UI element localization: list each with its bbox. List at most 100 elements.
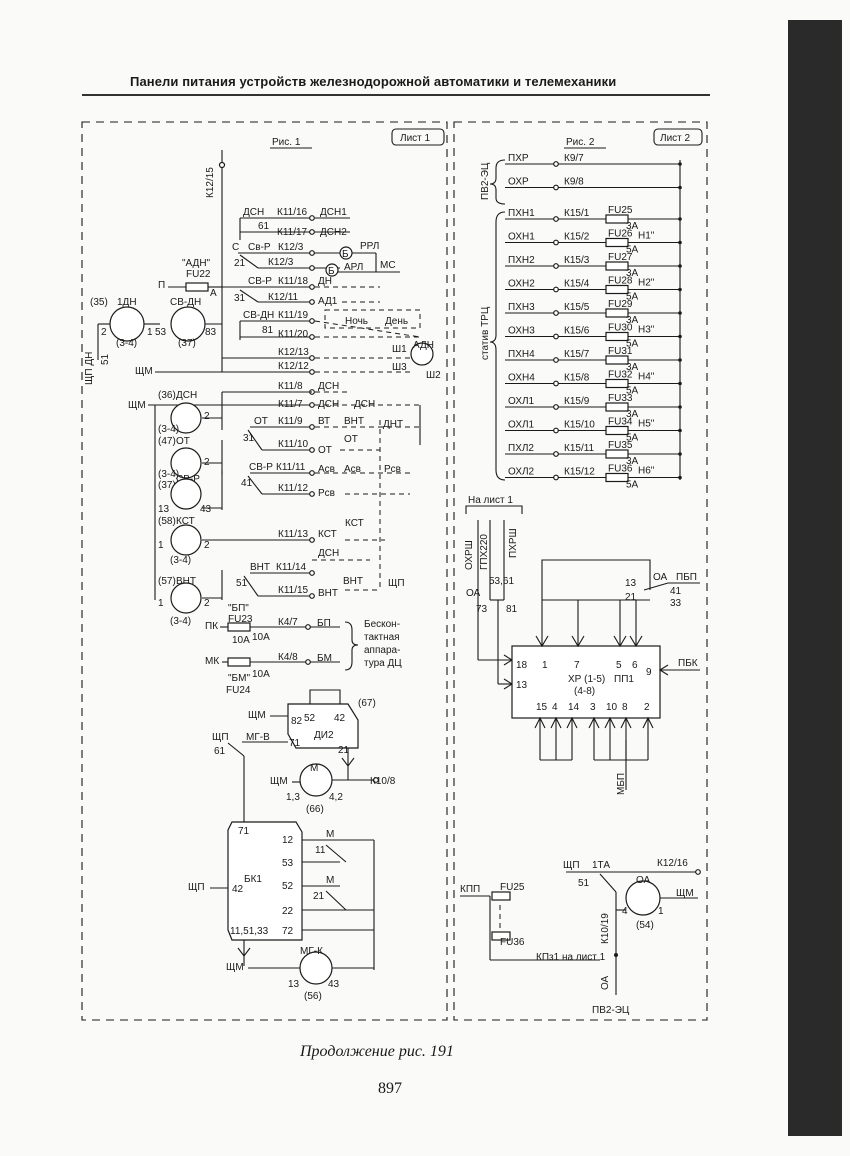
pin-21b-label: 21 (625, 592, 637, 603)
fuse-fu22 (185, 282, 209, 292)
bm-label: БМ (317, 653, 332, 664)
row-amp: 5А (626, 339, 639, 350)
adn-label: АДН (413, 340, 434, 351)
xr-pin-1: 1 (542, 660, 548, 671)
row-name: ОХЛ1 (508, 420, 535, 431)
mgk-13-label: 13 (288, 979, 300, 990)
pin-43-label: 43 (200, 504, 212, 515)
rsv2-label: Рсв (318, 488, 335, 499)
row-h: Н6" (638, 466, 655, 477)
adn-quote-label: "АДН" (182, 258, 211, 269)
b2-label: Б (328, 266, 335, 277)
k11-13-label: К11/13 (278, 529, 309, 540)
fuse (605, 284, 629, 295)
bm-quote-label: "БМ" (228, 673, 250, 684)
relay-dsn-coil (170, 402, 202, 434)
terminal (553, 310, 559, 316)
kst-pos-label: (58) (158, 516, 176, 527)
row-fu: FU29 (608, 299, 633, 310)
terminal (553, 263, 559, 269)
adn-relay-icon (410, 342, 434, 366)
ohrsh-label: ОХРШ (464, 540, 475, 570)
mgk-shm-label: ЩМ (226, 962, 244, 973)
shp-b-label: ЩП (563, 860, 580, 871)
shm2-label: ЩМ (128, 400, 146, 411)
fu24-label: FU24 (226, 685, 251, 696)
sh1-label: Ш1 (392, 344, 407, 355)
xr-bottom-pin: 8 (622, 702, 628, 713)
sv-r2-label: СВ-Р (248, 276, 272, 287)
dsn1-label: ДСН1 (320, 207, 347, 218)
bk1-m-label: М (326, 829, 334, 840)
pin-81-label: 81 (262, 325, 274, 336)
apparatus-line4: тура ДЦ (364, 658, 402, 669)
k11-18-label: К11/18 (278, 276, 309, 287)
bk1-12-label: 12 (282, 835, 294, 846)
bk1-shp-label: ЩП (188, 882, 205, 893)
fuse (605, 261, 629, 271)
pk-label: ПК (205, 621, 218, 632)
pin-2b-label: 2 (204, 411, 210, 422)
page-edge-shadow (788, 20, 842, 1136)
xr-pin-18: 18 (516, 660, 528, 671)
row-fu: FU25 (608, 205, 633, 216)
relay-ot-coil (170, 447, 202, 479)
k10-19-label: К10/19 (600, 913, 611, 944)
xr-pin-6: 6 (632, 660, 638, 671)
row-amp: 3А (626, 221, 639, 232)
pin-2-label: 2 (101, 327, 107, 338)
fuse (605, 237, 629, 248)
vnt-relay-name: ВНТ (176, 576, 196, 587)
xr-range-label: (4-8) (574, 686, 595, 697)
pin-53-61-label: 53,61 (489, 576, 514, 587)
row-name: ОХР (508, 177, 529, 188)
k11-19-label: К11/19 (278, 310, 309, 321)
page-number: 897 (378, 1080, 402, 1097)
oa-label: ОА (466, 588, 481, 599)
xr-bottom-pin: 14 (568, 702, 580, 713)
xr-bottom-pin: 15 (536, 702, 548, 713)
arl-lamp-icon (325, 263, 339, 277)
bk1-52-label: 52 (282, 881, 294, 892)
row-h: Н3" (638, 325, 655, 336)
fuse (605, 425, 629, 436)
terminal (553, 357, 559, 363)
pin-13b-label: 13 (625, 578, 637, 589)
k12-15-label: К12/15 (205, 167, 216, 198)
ad1-label: АД1 (318, 296, 338, 307)
mgk-43-label: 43 (328, 979, 340, 990)
k12-16-label: К12/16 (657, 858, 688, 869)
row-h: Н1" (638, 231, 655, 242)
shm-label: ЩМ (135, 366, 153, 377)
row-fu: FU31 (608, 346, 633, 357)
di2-71-label: 71 (289, 738, 301, 749)
kst-label: КСТ (318, 529, 337, 540)
pin-31b-label: 31 (243, 433, 255, 444)
row-fu: FU33 (608, 393, 633, 404)
row-name: ОХЛ1 (508, 396, 535, 407)
bk1-m2-label: М (326, 875, 334, 886)
rrl-label: РРЛ (360, 241, 379, 252)
ot-c-label: ОТ (344, 434, 358, 445)
mbp-label: МБП (616, 773, 627, 795)
xr-bottom-pin: 4 (552, 702, 558, 713)
terminal (553, 216, 559, 222)
k12-11-label: К12/11 (268, 292, 299, 303)
row-amp: 3А (626, 362, 639, 373)
bk1-block (227, 821, 303, 941)
k12-12-label: К12/12 (278, 361, 309, 372)
relay-svdn-coil (170, 306, 206, 342)
row-amp: 5А (626, 433, 639, 444)
header-rule (82, 94, 710, 96)
row-fu: FU36 (608, 464, 633, 475)
row-fu: FU32 (608, 370, 633, 381)
row-k: К15/9 (564, 396, 590, 407)
bk1-21-label: 21 (313, 891, 325, 902)
bk1-72-label: 72 (282, 926, 294, 937)
svdn-relay-name: СВ-ДН (170, 297, 201, 308)
sheet1-border (81, 121, 448, 1021)
row-amp: 3А (626, 315, 639, 326)
